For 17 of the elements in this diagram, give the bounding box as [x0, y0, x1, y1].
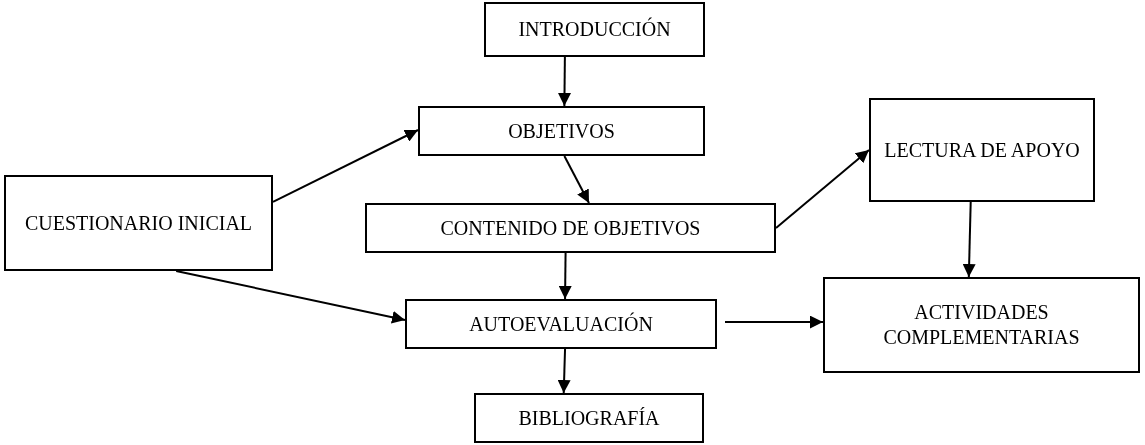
arrow [272, 129, 419, 203]
arrow [563, 155, 590, 204]
process-box: LECTURA DE APOYO [869, 98, 1095, 202]
arrow [558, 252, 572, 300]
process-box: OBJETIVOS [418, 106, 705, 156]
arrow [724, 315, 824, 329]
process-box: INTRODUCCIÓN [484, 2, 705, 57]
process-box: CONTENIDO DE OBJETIVOS [365, 203, 776, 253]
process-box: BIBLIOGRAFÍA [474, 393, 704, 443]
arrow [175, 270, 406, 324]
process-box: AUTOEVALUACIÓN [405, 299, 717, 349]
arrow [962, 201, 976, 278]
process-box: CUESTIONARIO INICIAL [4, 175, 273, 271]
process-box: ACTIVIDADES COMPLEMENTARIAS [823, 277, 1140, 373]
arrow [775, 149, 870, 229]
arrow [558, 56, 571, 107]
arrow [557, 348, 571, 394]
